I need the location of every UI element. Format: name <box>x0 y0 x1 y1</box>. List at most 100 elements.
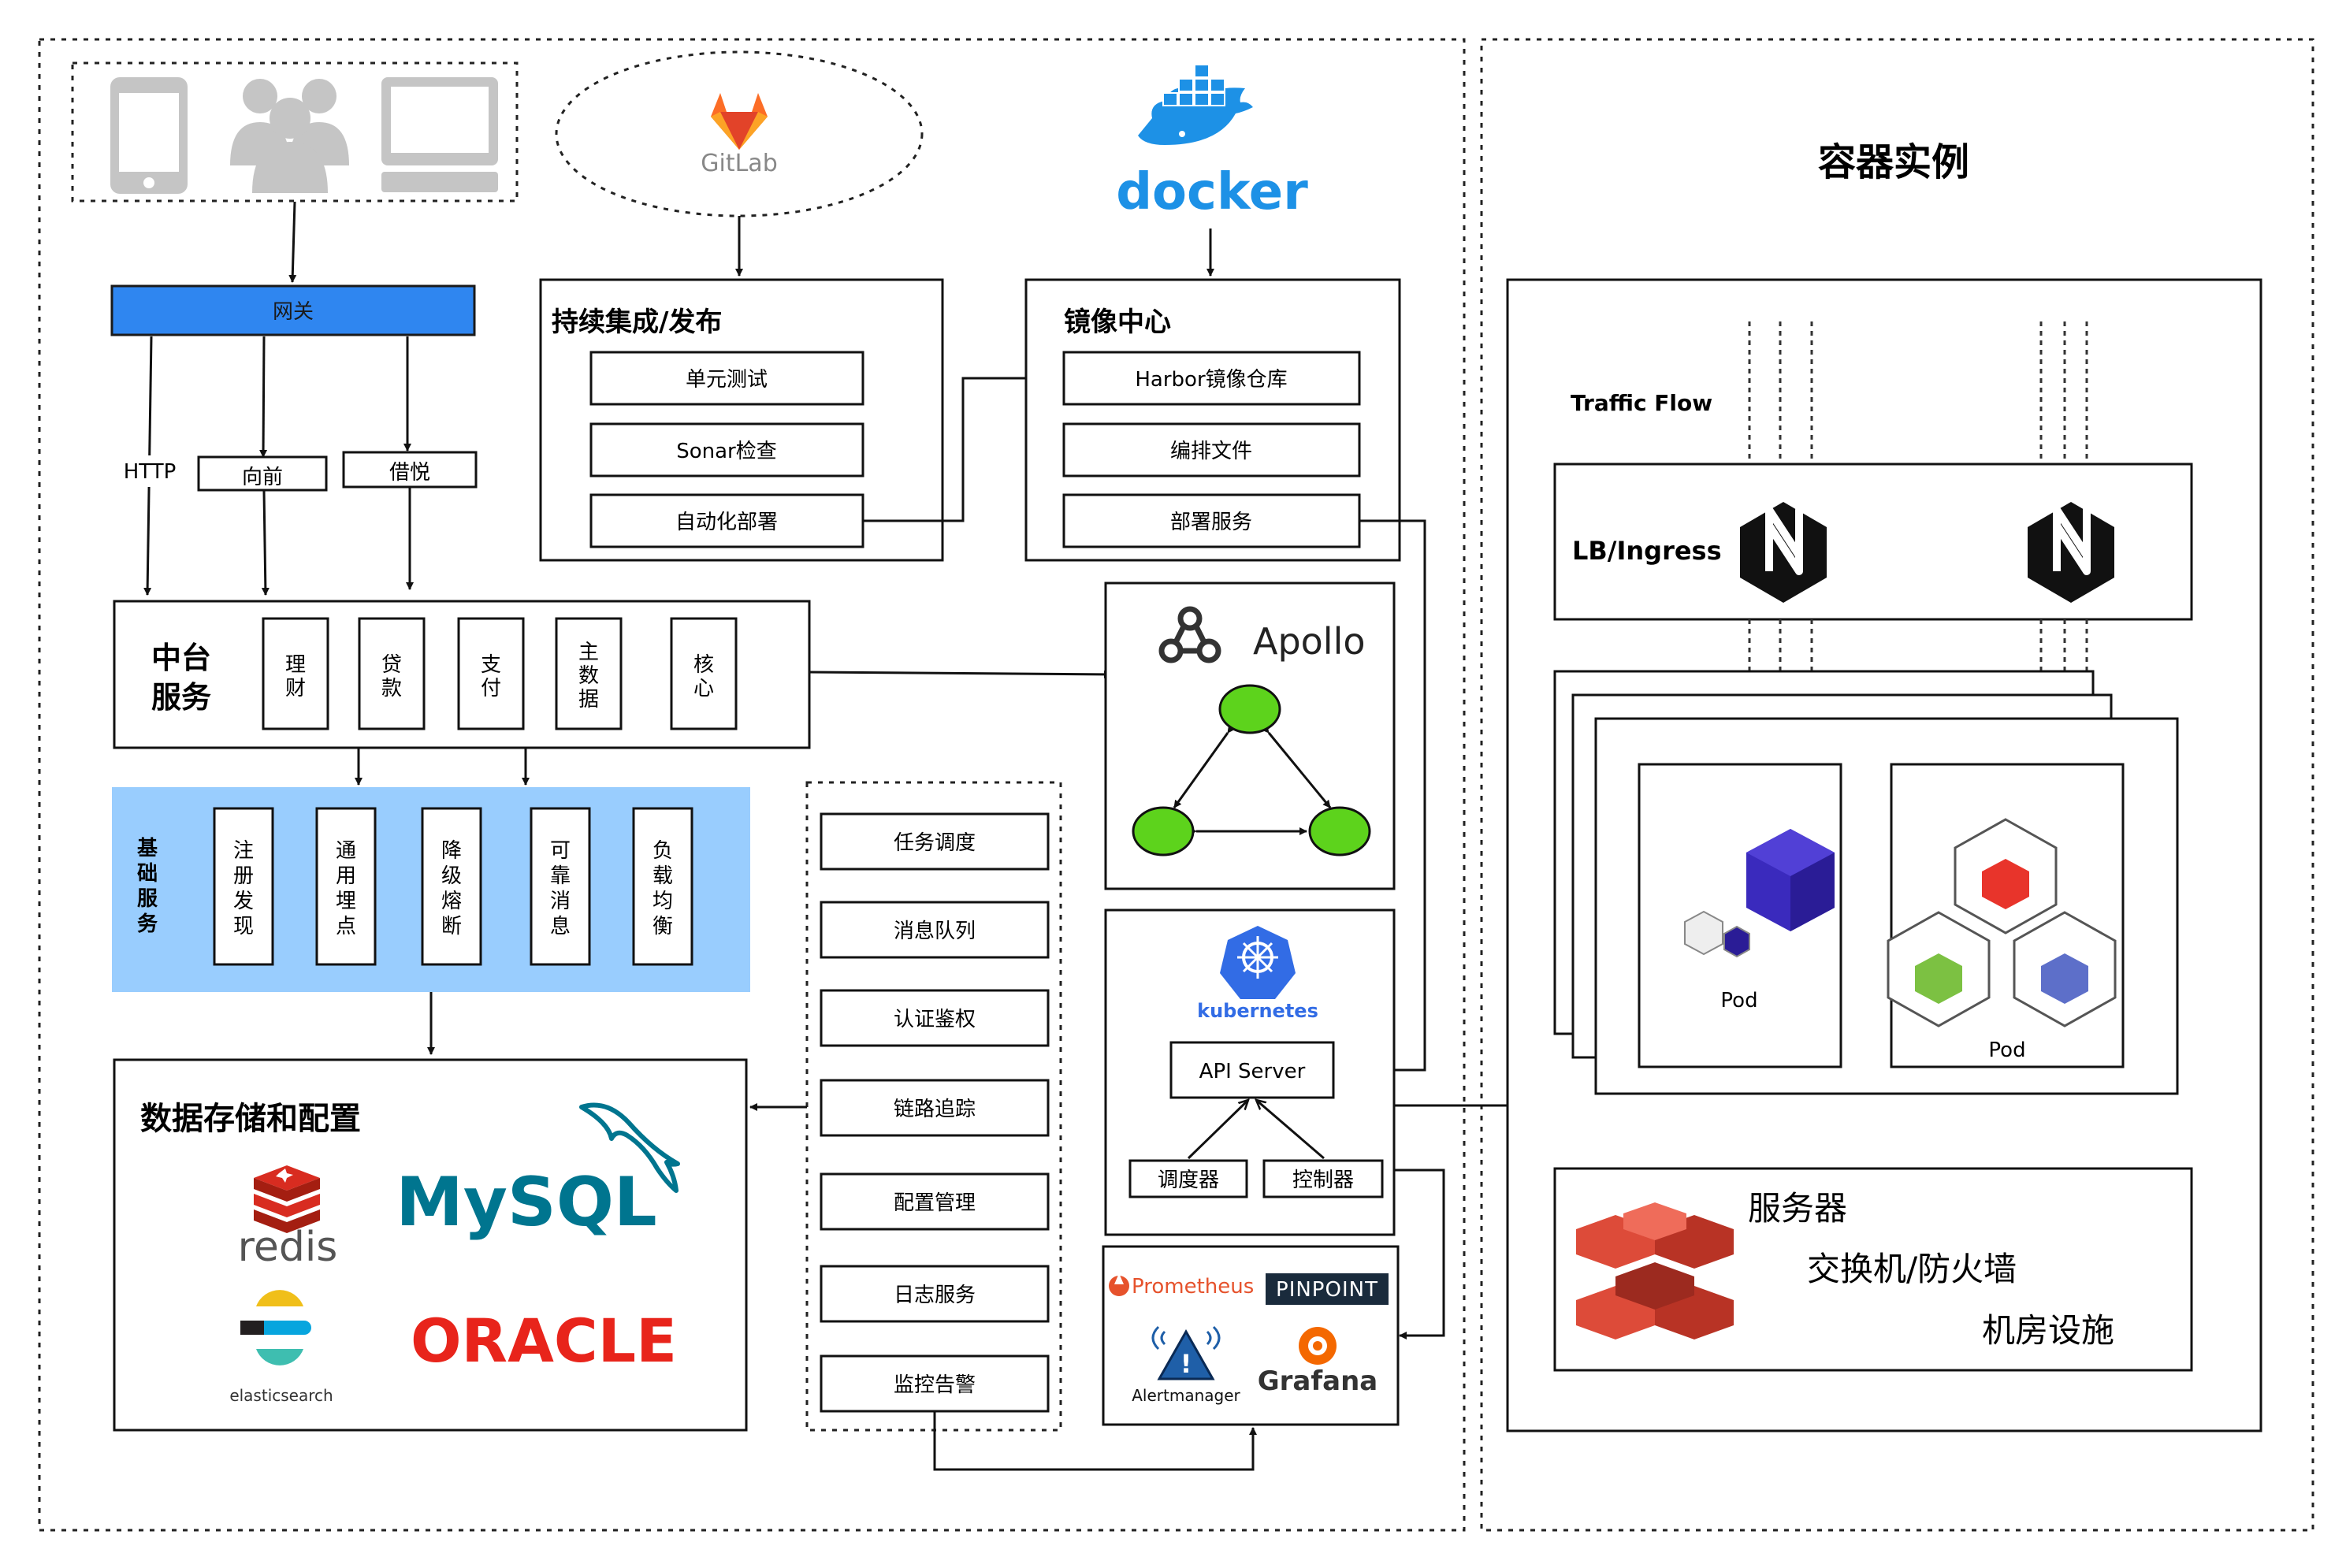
apollo-graph <box>1132 684 1371 856</box>
elasticsearch-icon <box>240 1290 311 1365</box>
server-stack-icon <box>1576 1202 1734 1339</box>
desktop-icon <box>381 77 498 192</box>
base-module-circuit-breaker: 降 级 熔 断 <box>421 807 482 966</box>
svg-text:链路追踪: 链路追踪 <box>894 1098 976 1121</box>
svg-text:主: 主 <box>578 641 599 664</box>
registry-item-deploy <box>1062 493 1361 548</box>
apollo-icon <box>1158 606 1221 663</box>
component-task-schedule: 任务调度 <box>820 812 1050 871</box>
oracle-label: ORACLE <box>411 1306 677 1376</box>
svg-text:款: 款 <box>381 677 402 700</box>
svg-text:理: 理 <box>285 653 306 677</box>
svg-text:息: 息 <box>550 915 571 938</box>
svg-text:载: 载 <box>652 864 673 888</box>
svg-text:监控告警: 监控告警 <box>894 1373 976 1397</box>
ci-item-label: 自动化部署 <box>675 511 778 534</box>
jieyue-box <box>342 451 478 489</box>
svg-text:通: 通 <box>336 839 356 863</box>
mysql-dolphin-icon <box>579 1102 680 1193</box>
svg-text:认证鉴权: 认证鉴权 <box>894 1008 976 1031</box>
grafana-icon <box>1299 1327 1337 1365</box>
container-frame <box>1480 38 2314 1532</box>
xiangqian-box <box>197 455 328 492</box>
kubernetes-label: kubernetes <box>1197 1000 1318 1022</box>
storage-title: 数据存储和配置 <box>140 1101 361 1137</box>
svg-text:日志服务: 日志服务 <box>894 1284 976 1307</box>
component-message-queue: 消息队列 <box>820 901 1050 959</box>
base-module-registry: 注 册 发 现 <box>213 807 274 966</box>
svg-text:!: ! <box>1180 1349 1192 1379</box>
svg-text:可: 可 <box>550 839 571 863</box>
svg-text:降: 降 <box>441 839 462 863</box>
svg-text:础: 础 <box>137 862 158 886</box>
svg-text:任务调度: 任务调度 <box>894 831 976 855</box>
svg-text:均: 均 <box>652 890 673 913</box>
pod-multi-cube-icon <box>1887 818 2117 1027</box>
clients-box <box>71 61 519 203</box>
grafana-label: Grafana <box>1258 1365 1378 1397</box>
platform-frame <box>38 38 1466 1532</box>
gateway-label: 网关 <box>273 300 314 324</box>
ci-item-label: Sonar检查 <box>676 440 777 463</box>
middle-module-masterdata: 主 数 据 <box>555 617 623 730</box>
phone-icon <box>110 77 188 194</box>
svg-text:册: 册 <box>233 864 254 888</box>
svg-text:点: 点 <box>336 915 356 938</box>
component-monitoring: 监控告警 <box>820 1354 1050 1413</box>
controller-box <box>1262 1159 1384 1198</box>
svg-text:据: 据 <box>578 688 599 712</box>
svg-text:数: 数 <box>578 664 599 688</box>
api-server-label: API Server <box>1199 1060 1306 1083</box>
svg-text:核: 核 <box>693 653 714 677</box>
middle-module-licai: 理 财 <box>262 617 329 730</box>
middle-title-1: 中台 <box>151 641 211 675</box>
alertmanager-icon: ! <box>1151 1325 1221 1380</box>
http-label: HTTP <box>124 460 177 484</box>
svg-text:用: 用 <box>336 864 356 888</box>
mysql-label: MySQL <box>396 1163 657 1242</box>
registry-title: 镜像中心 <box>1064 307 1171 338</box>
ci-title: 持续集成/发布 <box>552 307 722 338</box>
traffic-lines <box>1748 321 2088 459</box>
gateway-bar <box>110 284 476 336</box>
jieyue-label: 借悦 <box>389 461 430 485</box>
svg-text:付: 付 <box>481 677 501 700</box>
prometheus-label: Prometheus <box>1132 1275 1254 1299</box>
svg-text:支: 支 <box>481 653 501 677</box>
registry-item-label: 部署服务 <box>1170 511 1252 534</box>
svg-text:断: 断 <box>441 915 462 938</box>
svg-text:配置管理: 配置管理 <box>894 1191 976 1215</box>
base-module-reliable-message: 可 靠 消 息 <box>530 807 591 966</box>
registry-item-manifest <box>1062 422 1361 477</box>
middle-module-core: 核 心 <box>670 617 738 730</box>
svg-text:级: 级 <box>441 864 462 888</box>
base-module-tracking: 通 用 埋 点 <box>315 807 377 966</box>
svg-text:消: 消 <box>550 890 571 913</box>
middle-module-daikuan: 贷 款 <box>358 617 426 730</box>
docker-label: docker <box>1116 163 1308 221</box>
container-title: 容器实例 <box>1818 140 1969 184</box>
component-auth: 认证鉴权 <box>820 989 1050 1047</box>
nginx-icon <box>2028 502 2114 603</box>
elasticsearch-label: elasticsearch <box>229 1386 333 1405</box>
prometheus-icon <box>1109 1273 1129 1296</box>
registry-item-label: Harbor镜像仓库 <box>1135 368 1287 392</box>
pinpoint-label: PINPOINT <box>1276 1278 1378 1302</box>
scheduler-label: 调度器 <box>1158 1169 1219 1192</box>
pod-label-1: Pod <box>1720 989 1757 1013</box>
scheduler-box <box>1128 1159 1248 1198</box>
registry-item-label: 编排文件 <box>1170 440 1252 463</box>
traffic-flow-label: Traffic Flow <box>1571 390 1712 416</box>
ci-item-label: 单元测试 <box>686 368 768 392</box>
base-title: 基 础 服 务 <box>137 837 158 936</box>
svg-text:注: 注 <box>233 839 254 863</box>
xiangqian-label: 向前 <box>242 466 283 489</box>
svg-text:财: 财 <box>285 677 306 700</box>
lb-ingress-label: LB/Ingress <box>1572 536 1722 566</box>
storage-box <box>113 1058 748 1432</box>
redis-label: redis <box>238 1224 338 1271</box>
pinpoint-badge <box>1266 1273 1389 1305</box>
svg-text:贷: 贷 <box>381 653 402 677</box>
docker-icon <box>1138 64 1253 145</box>
